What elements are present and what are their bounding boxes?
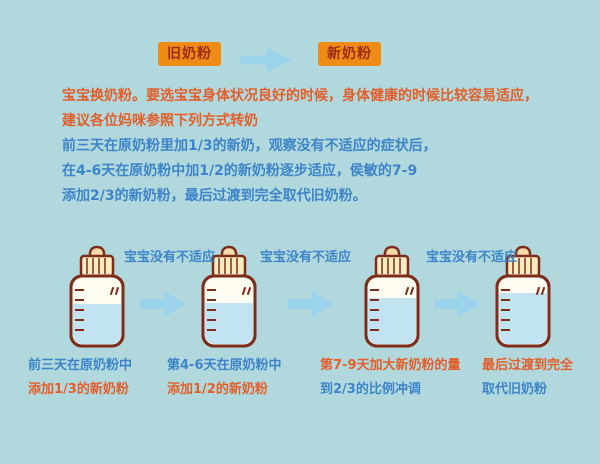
ok-label-1: 宝宝没有不适应	[124, 250, 216, 265]
intro-line-3: 前三天在原奶粉里加1/3的新奶，观察没有不适应的症状后，	[62, 138, 437, 154]
caption-step-1: 前三天在原奶粉中 添加1/3的新奶粉	[28, 354, 132, 402]
caption-3-line-1: 第7-9天加大新奶粉的量	[320, 358, 461, 373]
caption-2-line-1: 第4-6天在原奶粉中	[167, 358, 282, 373]
caption-4-line-2: 取代旧奶粉	[482, 382, 548, 397]
caption-step-2: 第4-6天在原奶粉中 添加1/2的新奶粉	[167, 354, 282, 402]
caption-3-line-2: 到2/3的比例冲调	[320, 382, 421, 397]
step-arrow-2-icon	[288, 291, 334, 317]
bottle-step-2-icon	[190, 240, 268, 352]
baby-bottle-icon	[364, 245, 420, 348]
caption-4-line-1: 最后过渡到完全	[482, 358, 574, 373]
intro-line-5: 添加2/3的新奶粉，最后过渡到完全取代旧奶粉。	[62, 188, 367, 204]
old-formula-label: 旧奶粉	[158, 42, 221, 66]
caption-step-3: 第7-9天加大新奶粉的量 到2/3的比例冲调	[320, 354, 461, 402]
bottle-step-4-icon	[484, 240, 562, 352]
bottle-step-3-icon	[353, 240, 431, 352]
intro-line-1: 宝宝换奶粉。要选宝宝身体状况良好的时候，身体健康的时候比较容易适应，	[62, 88, 538, 104]
caption-2-line-2: 添加1/2的新奶粉	[167, 382, 268, 397]
ok-label-3: 宝宝没有不适应	[426, 250, 518, 265]
caption-step-4: 最后过渡到完全 取代旧奶粉	[482, 354, 573, 402]
baby-bottle-icon	[69, 245, 125, 348]
step-arrow-1-icon	[140, 291, 186, 317]
baby-bottle-icon	[495, 245, 551, 348]
intro-line-4: 在4-6天在原奶粉中加1/2的新奶粉逐步适应，侯敏的7-9	[62, 163, 418, 179]
ok-label-2: 宝宝没有不适应	[260, 250, 352, 265]
intro-line-2: 建议各位妈咪参照下列方式转奶	[62, 113, 258, 129]
intro-paragraph: 宝宝换奶粉。要选宝宝身体状况良好的时候，身体健康的时候比较容易适应， 建议各位妈…	[62, 84, 538, 209]
step-arrow-3-icon	[434, 291, 480, 317]
caption-1-line-2: 添加1/3的新奶粉	[28, 382, 129, 397]
header-arrow-icon	[240, 48, 292, 72]
caption-1-line-1: 前三天在原奶粉中	[28, 358, 133, 373]
bottle-step-1-icon	[58, 240, 136, 352]
baby-bottle-icon	[201, 245, 257, 348]
new-formula-label: 新奶粉	[318, 42, 381, 66]
